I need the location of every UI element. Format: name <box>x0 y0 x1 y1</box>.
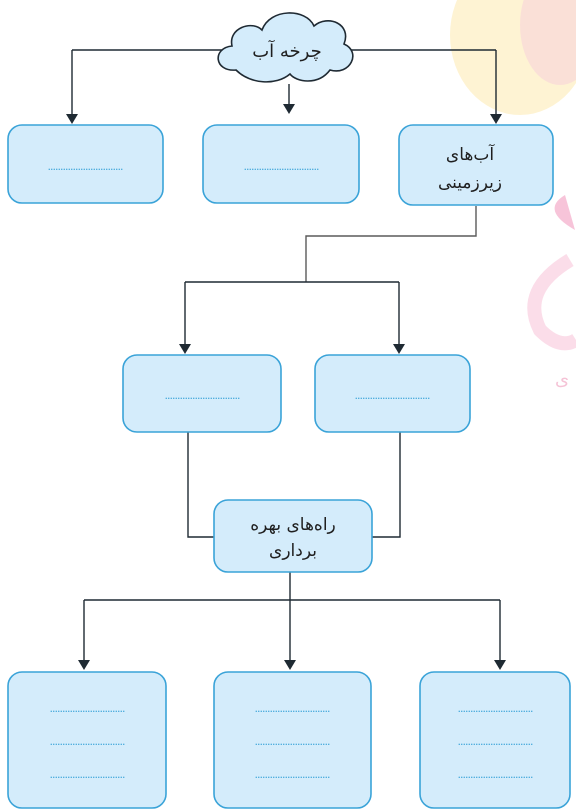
bottom-right-box: .............................. .........… <box>419 671 571 809</box>
bottom-right-blank-1: .............................. <box>458 702 533 715</box>
groundwater-label-line2: زیرزمینی <box>438 173 502 193</box>
arrow-3 <box>490 114 502 124</box>
middle-right-blank: .............................. <box>355 389 430 402</box>
usage-label-line1: راه‌های بهره <box>250 515 336 535</box>
arrow-2 <box>283 104 295 114</box>
top-left-blank: .............................. <box>48 160 123 173</box>
root-label: چرخه آب <box>252 39 322 62</box>
arrow-6 <box>78 660 90 670</box>
bottom-left-blank-2: .............................. <box>50 735 125 748</box>
top-left-box: .............................. <box>7 124 164 204</box>
groundwater-box: آب‌های زیرزمینی <box>398 124 554 206</box>
bottom-middle-blank-2: .............................. <box>255 735 330 748</box>
arrow-1 <box>66 114 78 124</box>
bottom-middle-blank-3: .............................. <box>255 768 330 781</box>
background-decoration: ی <box>450 0 576 390</box>
usage-label-line2: برداری <box>269 541 317 561</box>
root-cloud-node: چرخه آب <box>217 12 354 83</box>
top-middle-box: .............................. <box>202 124 360 204</box>
arrow-8 <box>494 660 506 670</box>
groundwater-label-line1: آب‌های <box>446 143 495 165</box>
bottom-right-blank-2: .............................. <box>458 735 533 748</box>
bottom-left-blank-1: .............................. <box>50 702 125 715</box>
middle-right-box: .............................. <box>314 354 471 433</box>
middle-left-blank: .............................. <box>165 389 240 402</box>
top-middle-blank: .............................. <box>244 160 319 173</box>
cloud-shape <box>217 12 354 83</box>
arrow-4 <box>179 344 191 354</box>
bottom-middle-box: .............................. .........… <box>213 671 372 809</box>
watermark-text: ی <box>555 369 569 390</box>
arrow-5 <box>393 344 405 354</box>
arrowheads <box>66 104 506 670</box>
bottom-left-box: .............................. .........… <box>7 671 167 809</box>
usage-box: راه‌های بهره برداری <box>213 499 373 573</box>
bottom-right-blank-3: .............................. <box>458 768 533 781</box>
bottom-left-blank-3: .............................. <box>50 768 125 781</box>
connectors <box>71 49 501 662</box>
middle-left-box: .............................. <box>122 354 282 433</box>
arrow-7 <box>284 660 296 670</box>
bottom-middle-blank-1: .............................. <box>255 702 330 715</box>
